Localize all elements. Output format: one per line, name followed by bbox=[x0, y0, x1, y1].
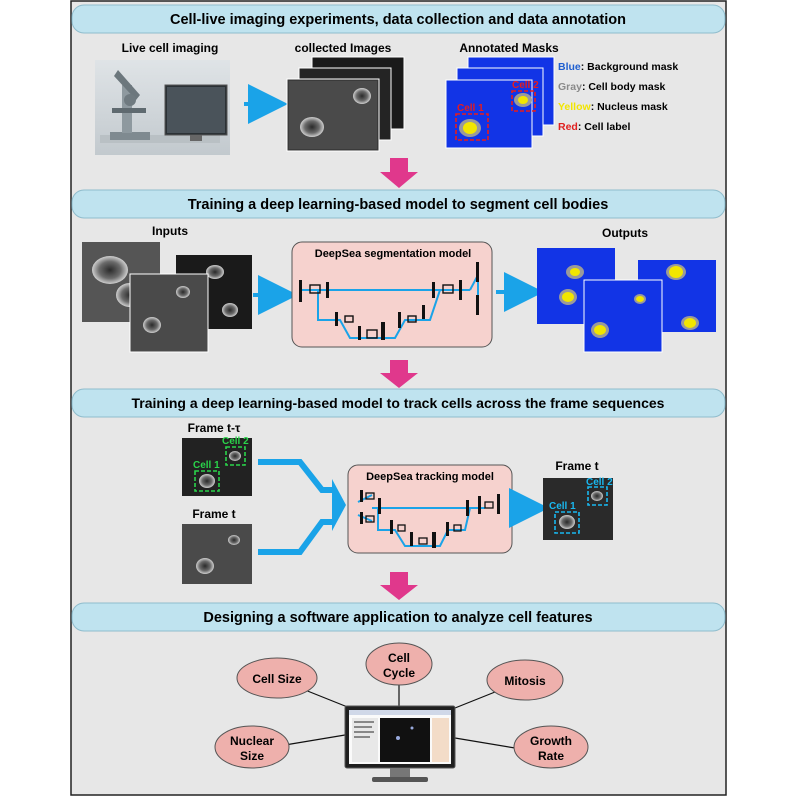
segmentation-model: DeepSea segmentation model bbox=[291, 241, 493, 348]
blue-cell2-label: Cell 2 bbox=[586, 477, 613, 488]
section-3-title: Training a deep learning-based model to … bbox=[132, 395, 665, 411]
legend-blue: Blue: Background mask bbox=[558, 61, 678, 73]
feature-nuclear-size: Nuclear Size bbox=[214, 725, 290, 769]
mask-cell1-label: Cell 1 bbox=[457, 103, 484, 114]
annotated-masks-label: Annotated Masks bbox=[459, 41, 559, 55]
section-1: Cell-live imaging experiments, data coll… bbox=[71, 4, 726, 155]
collected-images-label: collected Images bbox=[295, 41, 392, 55]
feature-cell-size: Cell Size bbox=[236, 657, 318, 699]
arrow-t-to-track bbox=[258, 519, 334, 555]
down-arrow-2 bbox=[380, 360, 418, 388]
section-1-banner bbox=[71, 4, 726, 34]
blue-cell1-label: Cell 1 bbox=[549, 501, 576, 512]
feature-connectors bbox=[284, 683, 516, 749]
feature-nuclear-size-line2: Size bbox=[240, 749, 264, 763]
mask-legend: Blue: Background mask Gray: Cell body ma… bbox=[558, 61, 678, 133]
down-arrow-3 bbox=[380, 572, 418, 600]
feature-cell-cycle-line2: Cycle bbox=[383, 666, 415, 680]
microscope-image bbox=[95, 60, 230, 155]
track-model-title: DeepSea tracking model bbox=[366, 471, 494, 483]
section-1-title: Cell-live imaging experiments, data coll… bbox=[170, 12, 626, 28]
section-4-banner bbox=[71, 602, 726, 632]
section-3: Training a deep learning-based model to … bbox=[71, 388, 726, 584]
legend-red: Red: Cell label bbox=[558, 121, 630, 133]
output-masks bbox=[537, 248, 716, 353]
feature-mitosis-label: Mitosis bbox=[504, 674, 546, 688]
frame-t-label: Frame t bbox=[192, 507, 235, 521]
section-3-banner bbox=[71, 388, 726, 418]
legend-yellow: Yellow: Nucleus mask bbox=[558, 101, 668, 113]
arrow-prev-to-track bbox=[258, 459, 334, 493]
frame-t-output-image: Cell 1 Cell 2 bbox=[543, 477, 613, 540]
feature-cell-cycle: Cell Cycle bbox=[365, 642, 433, 686]
section-2-banner bbox=[71, 189, 726, 219]
feature-mitosis: Mitosis bbox=[486, 659, 564, 701]
section-2-title: Training a deep learning-based model to … bbox=[188, 197, 609, 213]
legend-gray: Gray: Cell body mask bbox=[558, 81, 666, 93]
collected-images-stack bbox=[286, 56, 405, 152]
down-arrow-1 bbox=[380, 158, 418, 188]
tracking-model: DeepSea tracking model bbox=[347, 464, 513, 554]
seg-model-title: DeepSea segmentation model bbox=[315, 248, 472, 260]
section-4: Designing a software application to anal… bbox=[71, 602, 726, 782]
section-4-title: Designing a software application to anal… bbox=[203, 610, 592, 626]
frame-t-image bbox=[182, 524, 252, 584]
green-cell2-label: Cell 2 bbox=[222, 436, 249, 447]
track-input-arrowhead bbox=[332, 479, 346, 531]
feature-cell-cycle-line1: Cell bbox=[388, 651, 410, 665]
section-2: Training a deep learning-based model to … bbox=[71, 189, 726, 353]
feature-nuclear-size-line1: Nuclear bbox=[230, 734, 274, 748]
green-cell1-label: Cell 1 bbox=[193, 460, 220, 471]
frame-prev-label: Frame t-τ bbox=[188, 421, 241, 435]
frame-t-output-label: Frame t bbox=[555, 459, 598, 473]
input-images bbox=[82, 242, 252, 353]
feature-cell-size-label: Cell Size bbox=[252, 672, 302, 686]
inputs-label: Inputs bbox=[152, 224, 188, 238]
outputs-label: Outputs bbox=[602, 226, 648, 240]
annotated-masks-stack: Cell 1 Cell 2 bbox=[445, 56, 555, 149]
software-monitor bbox=[344, 705, 456, 782]
live-imaging-label: Live cell imaging bbox=[122, 41, 219, 55]
feature-growth-rate-line2: Rate bbox=[538, 749, 564, 763]
feature-growth-rate-line1: Growth bbox=[530, 734, 572, 748]
mask-cell2-label: Cell 2 bbox=[512, 80, 539, 91]
frame-prev-image: Cell 1 Cell 2 bbox=[182, 436, 252, 496]
feature-growth-rate: Growth Rate bbox=[513, 725, 589, 769]
